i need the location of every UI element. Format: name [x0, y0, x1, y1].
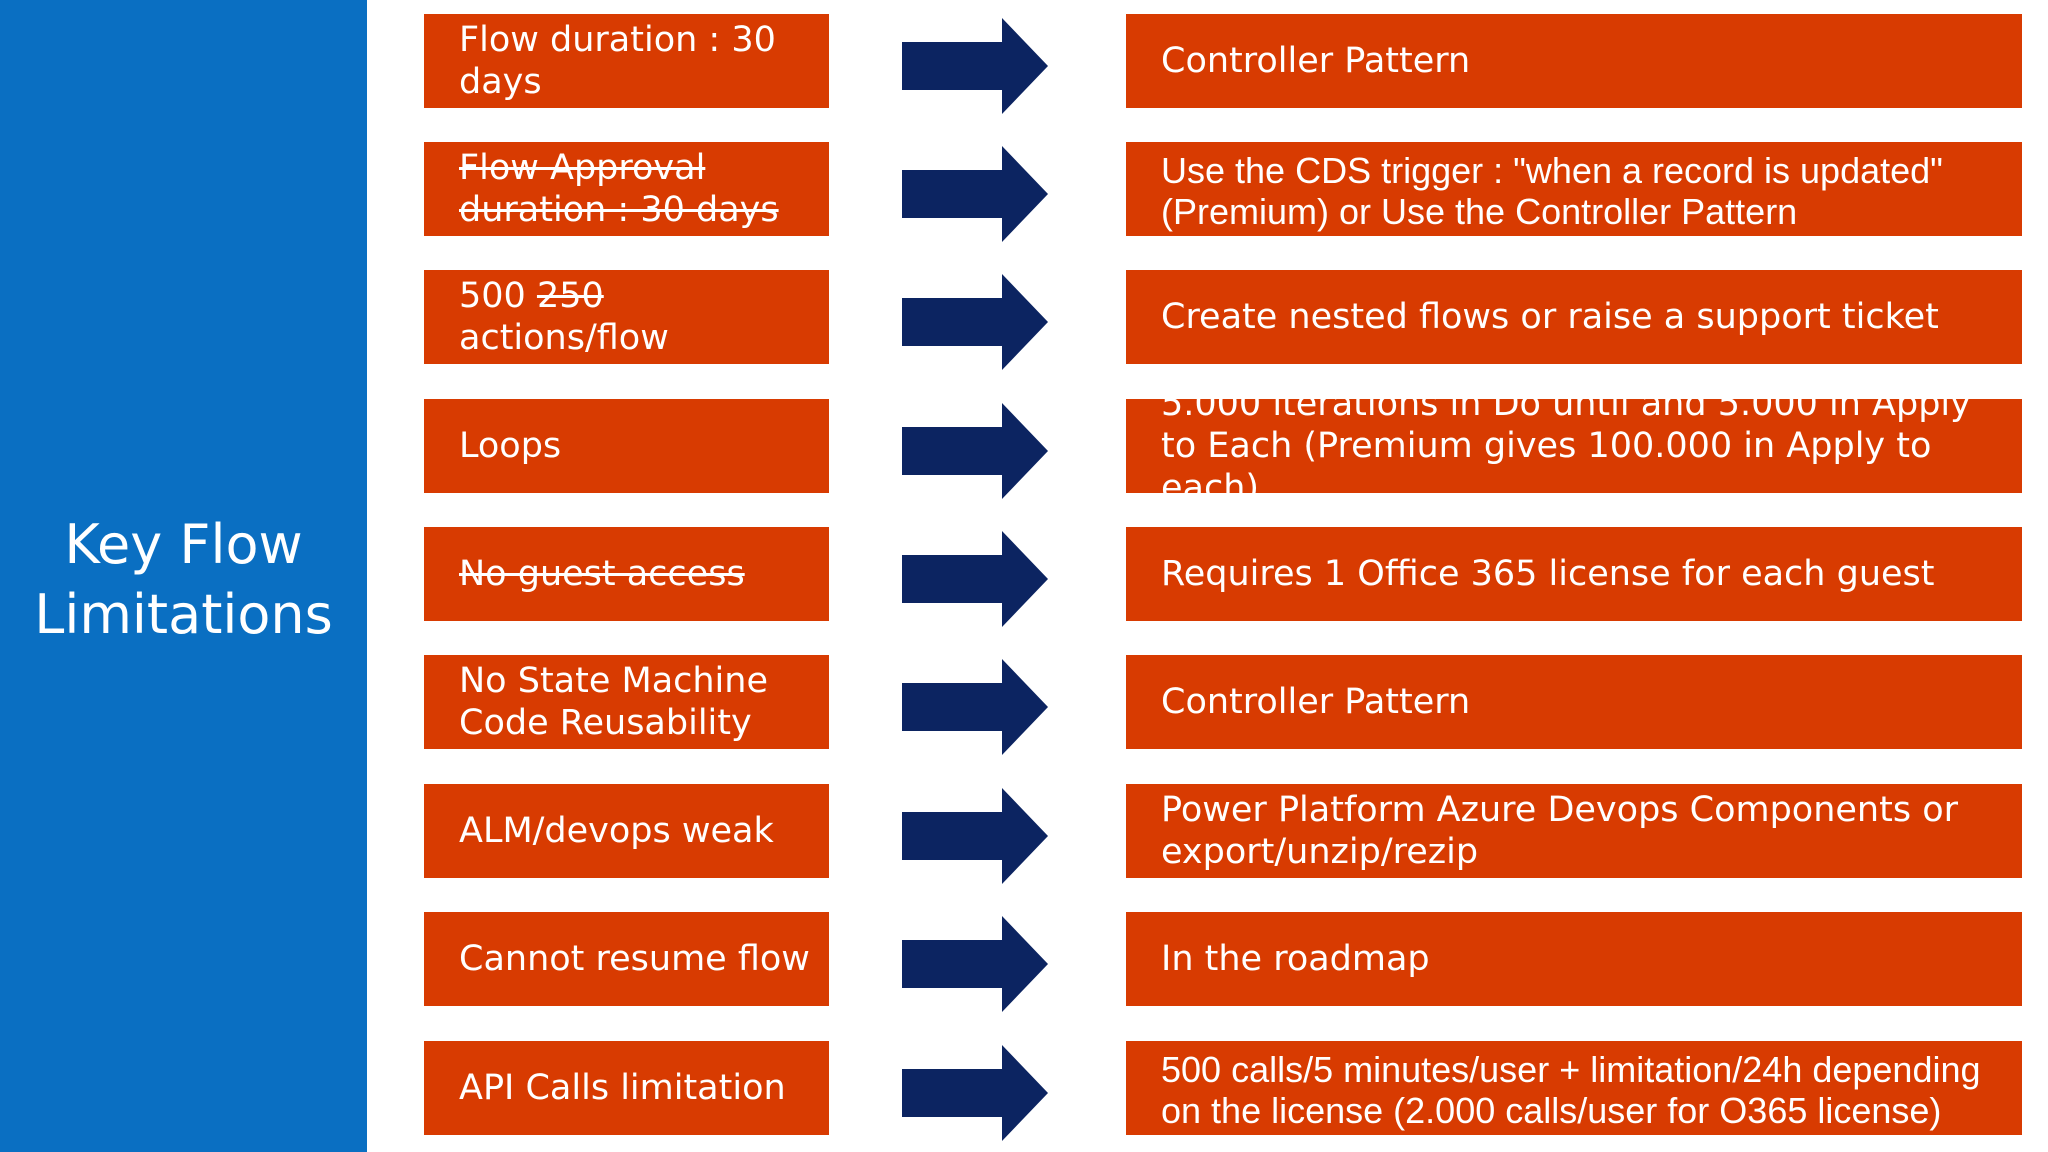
slide-title: Key Flow Limitations	[0, 510, 367, 650]
limitation-text-struck: Flow Approval duration : 30 days	[459, 148, 779, 230]
solution-text: 500 calls/5 minutes/user + limitation/24…	[1161, 1049, 1981, 1131]
limitation-box: No State Machine Code Reusability	[424, 655, 829, 749]
limitation-box: Flow Approval duration : 30 days	[424, 142, 829, 236]
limitation-box: API Calls limitation	[424, 1041, 829, 1135]
right-arrow-icon	[902, 146, 1048, 242]
right-arrow-icon	[902, 1045, 1048, 1141]
limitation-text-struck: No guest access	[459, 554, 745, 594]
sidebar-panel: Key Flow Limitations	[0, 0, 367, 1152]
solution-box: 5.000 iterations in Do until and 5.000 i…	[1126, 399, 2022, 493]
right-arrow-icon	[902, 18, 1048, 114]
limitation-row: Loops 5.000 iterations in Do until and 5…	[0, 399, 2048, 499]
limitation-text: API Calls limitation	[459, 1068, 786, 1108]
limitation-box: Flow duration : 30 days	[424, 14, 829, 108]
solution-box: 500 calls/5 minutes/user + limitation/24…	[1126, 1041, 2022, 1135]
right-arrow-icon	[902, 916, 1048, 1012]
solution-box: In the roadmap	[1126, 912, 2022, 1006]
limitation-row: API Calls limitation 500 calls/5 minutes…	[0, 1041, 2048, 1141]
limitation-box: Cannot resume flow	[424, 912, 829, 1006]
right-arrow-icon	[902, 788, 1048, 884]
limitation-row: ALM/devops weak Power Platform Azure Dev…	[0, 784, 2048, 884]
limitation-text: Cannot resume flow	[459, 939, 810, 979]
limitation-row: Flow Approval duration : 30 days Use the…	[0, 142, 2048, 242]
limitation-row: Flow duration : 30 days Controller Patte…	[0, 14, 2048, 114]
right-arrow-icon	[902, 531, 1048, 627]
solution-box: Requires 1 Office 365 license for each g…	[1126, 527, 2022, 621]
solution-text: Controller Pattern	[1161, 682, 1471, 722]
limitation-text-struck: 250	[536, 276, 604, 316]
slide-title-line-1: Key Flow	[64, 513, 303, 576]
limitation-row: No State Machine Code Reusability Contro…	[0, 655, 2048, 755]
solution-text: Power Platform Azure Devops Components o…	[1161, 790, 1959, 872]
solution-text: Create nested flows or raise a support t…	[1161, 297, 1939, 337]
limitation-text-suffix: actions/flow	[459, 318, 669, 358]
solution-box: Create nested flows or raise a support t…	[1126, 270, 2022, 364]
solution-text: Controller Pattern	[1161, 41, 1471, 81]
solution-box: Controller Pattern	[1126, 14, 2022, 108]
limitation-box: ALM/devops weak	[424, 784, 829, 878]
solution-text: In the roadmap	[1161, 939, 1430, 979]
limitation-box: Loops	[424, 399, 829, 493]
solution-box: Power Platform Azure Devops Components o…	[1126, 784, 2022, 878]
slide-title-line-2: Limitations	[34, 583, 333, 646]
limitation-text: Loops	[459, 426, 562, 466]
right-arrow-icon	[902, 659, 1048, 755]
solution-text: Use the CDS trigger : "when a record is …	[1161, 150, 1943, 232]
limitation-text: Flow duration : 30 days	[459, 20, 776, 102]
limitation-text-prefix: 500	[459, 276, 537, 316]
limitation-row: Cannot resume flow In the roadmap	[0, 912, 2048, 1012]
limitation-text: No State Machine Code Reusability	[459, 661, 769, 743]
solution-text: Requires 1 Office 365 license for each g…	[1161, 554, 1935, 594]
limitation-text: ALM/devops weak	[459, 811, 774, 851]
limitation-row: No guest access Requires 1 Office 365 li…	[0, 527, 2048, 627]
right-arrow-icon	[902, 403, 1048, 499]
limitation-box: No guest access	[424, 527, 829, 621]
solution-text: 5.000 iterations in Do until and 5.000 i…	[1161, 399, 1971, 493]
right-arrow-icon	[902, 274, 1048, 370]
solution-box: Controller Pattern	[1126, 655, 2022, 749]
solution-box: Use the CDS trigger : "when a record is …	[1126, 142, 2022, 236]
